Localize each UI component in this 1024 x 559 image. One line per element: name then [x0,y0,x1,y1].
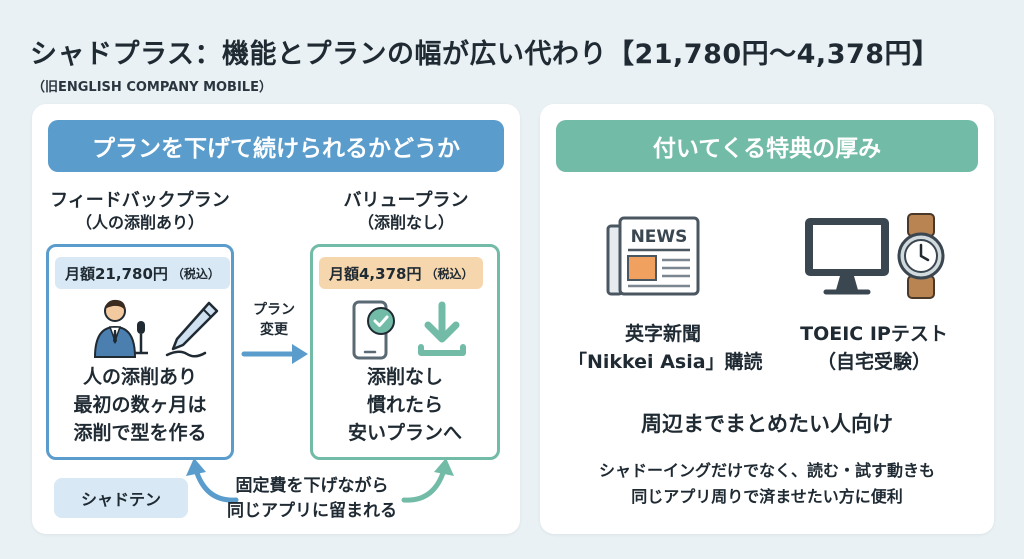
value-plan-summary: 添削なし 慣れたら 安いプランへ [313,363,497,447]
right-arrow-icon [241,344,308,364]
benefits-panel: 付いてくる特典の厚み NEWS 英字新聞 「Nikkei Asia」購読 TOE… [540,104,994,534]
download-icon [418,301,466,356]
value-line-2: 慣れたら [366,394,443,416]
feedback-line-1: 人の添削あり [82,366,197,388]
page-title: シャドプラス：機能とプランの幅が広い代わり【21,780円〜4,378円】 [30,39,940,70]
toeic-benefit-line-2: （自宅受験） [816,351,931,373]
feedback-plan-card: 月額21,780円 （税込） 人の添削あり 最初の数ヶ月は 添削で型を作る [46,244,234,460]
newspaper-icon-text: NEWS [631,227,688,247]
plan-change-label-line-2: 変更 [260,322,288,338]
nikkei-benefit-line-2: 「Nikkei Asia」購読 [568,351,763,373]
nikkei-asia-benefit: 英字新聞 「Nikkei Asia」購読 [568,320,763,376]
plan-flexibility-panel: プランを下げて続けられるかどうか フィードバックプラン （人の添削あり） バリュ… [32,104,520,534]
plan-change-label: プラン 変更 [250,300,298,340]
benefits-description-line-2: 同じアプリ周りで済ませたい方に便利 [631,487,903,506]
newspaper-icon: NEWS [606,216,700,296]
value-line-1: 添削なし [366,366,443,388]
value-price-tag: 月額4,378円 （税込） [319,257,484,289]
plan-flexibility-banner: プランを下げて続けられるかどうか [48,120,504,172]
toeic-benefit-line-1: TOEIC IPテスト [800,323,948,345]
value-line-3: 安いプランへ [347,422,462,444]
value-plan-card: 月額4,378円 （税込） 添削なし 慣れたら 安いプランへ [310,244,500,460]
benefits-description: シャドーイングだけでなく、読む・試す動きも 同じアプリ周りで済ませたい方に便利 [540,458,994,510]
presenter-with-microphone-icon [93,299,148,358]
monitor-icon [805,218,889,295]
toeic-ip-benefit: TOEIC IPテスト （自宅受験） [784,320,964,376]
curved-arrow-left-icon [186,458,239,503]
wristwatch-icon [897,213,945,299]
plan-change-benefit-line-1: 固定費を下げながら [235,476,389,496]
shaden-tag: シャドテン [54,478,188,518]
feedback-plan-name: フィードバックプラン [50,190,230,211]
curved-arrow-right-icon [401,458,454,503]
plan-change-benefit-line-2: 同じアプリに留まれる [227,501,397,521]
feedback-plan-summary: 人の添削あり 最初の数ヶ月は 添削で型を作る [49,363,231,447]
feedback-line-3: 添削で型を作る [73,422,207,444]
value-plan-note: （添削なし） [357,213,454,232]
nikkei-benefit-line-1: 英字新聞 [624,323,701,345]
feedback-tax-note: （税込） [171,266,220,281]
feedback-line-2: 最初の数ヶ月は [73,394,207,416]
value-tax-note: （税込） [425,266,474,281]
smartphone-check-icon [352,300,395,360]
value-plan-heading: バリュープラン （添削なし） [312,190,500,234]
value-price: 月額4,378円 [329,264,422,283]
feedback-plan-note: （人の添削あり） [75,213,204,232]
page-subtitle: （旧ENGLISH COMPANY MOBILE） [32,80,272,95]
target-audience: 周辺までまとめたい人向け [641,412,893,436]
benefits-banner: 付いてくる特典の厚み [556,120,978,172]
value-plan-name: バリュープラン [343,190,469,211]
plan-change-label-line-1: プラン [253,302,295,318]
plan-change-benefit: 固定費を下げながら 同じアプリに留まれる [212,474,412,524]
benefits-description-line-1: シャドーイングだけでなく、読む・試す動きも [598,461,935,480]
pen-icon [165,301,219,358]
feedback-price: 月額21,780円 [65,264,168,283]
feedback-price-tag: 月額21,780円 （税込） [55,257,230,289]
feedback-plan-heading: フィードバックプラン （人の添削あり） [42,190,238,234]
